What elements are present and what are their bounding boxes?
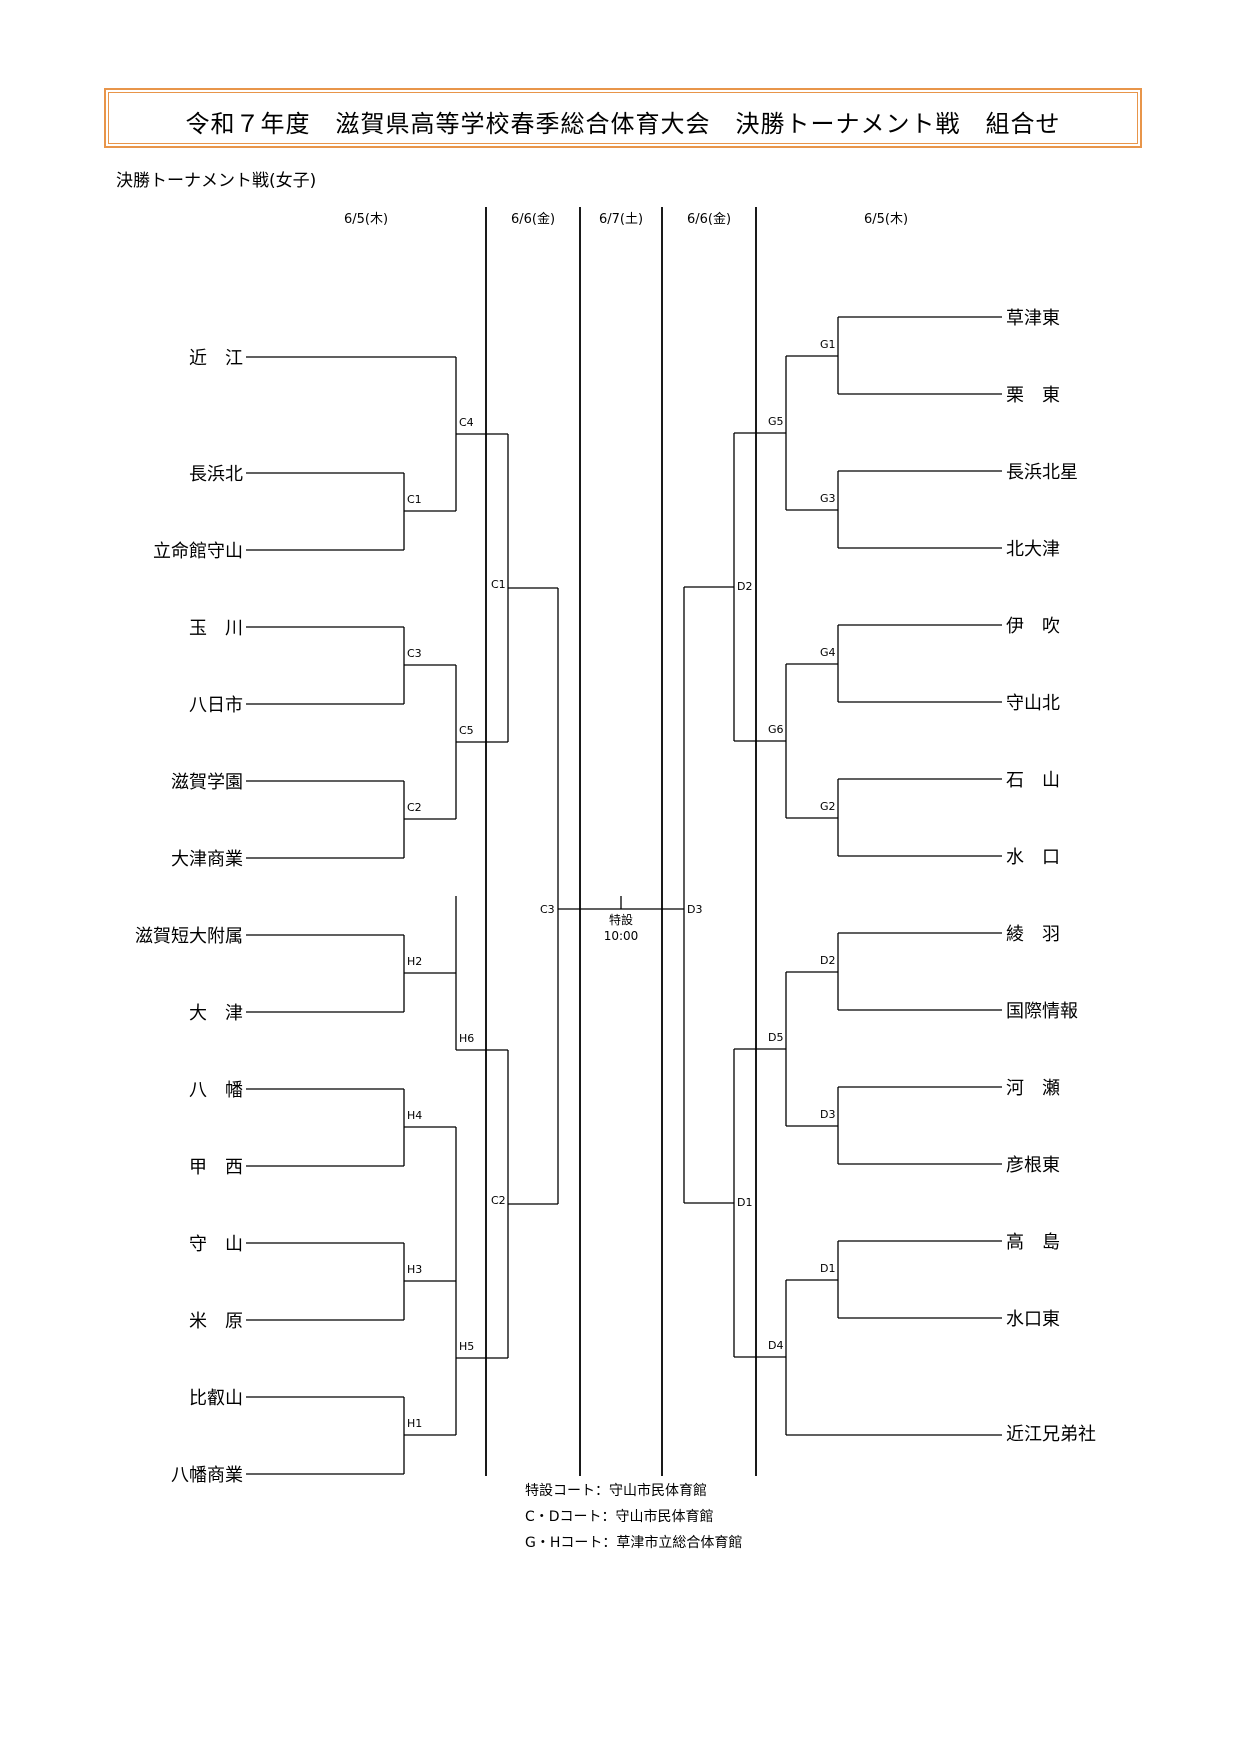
team-name: 比叡山 [189, 1388, 243, 1409]
date-labels: 6/5(木) 6/6(金) 6/7(土) 6/6(金) 6/5(木) [344, 211, 908, 227]
team-name: 河 瀬 [1006, 1078, 1060, 1099]
team-name: 綾 羽 [1006, 924, 1060, 945]
match-label: C5 [459, 724, 474, 737]
team-name: 彦根東 [1006, 1155, 1060, 1176]
match-label: C1 [407, 493, 422, 506]
final-info: 特設 10:00 [604, 912, 639, 943]
team-name: 水口東 [1006, 1309, 1060, 1330]
team-name: 滋賀短大附属 [135, 926, 243, 947]
team-name: 守山北 [1006, 693, 1060, 714]
match-label: D1 [820, 1262, 835, 1275]
team-name: 米 原 [189, 1311, 243, 1332]
team-name: 長浜北 [189, 464, 243, 485]
team-name: 大津商業 [171, 849, 243, 870]
venue-note: 特設コート：守山市民体育館 [525, 1482, 707, 1499]
date-label: 6/5(木) [864, 212, 908, 227]
match-label: H6 [459, 1032, 474, 1045]
match-label: G3 [820, 492, 836, 505]
match-label: H4 [407, 1109, 422, 1122]
team-name: 草津東 [1006, 308, 1060, 329]
team-name: 滋賀学園 [171, 772, 243, 793]
team-name: 長浜北星 [1006, 462, 1078, 483]
match-label: D4 [768, 1339, 783, 1352]
date-label: 6/6(金) [511, 211, 555, 227]
match-label: D2 [820, 954, 835, 967]
team-name: 高 島 [1006, 1232, 1060, 1253]
team-name: 栗 東 [1006, 385, 1060, 406]
left-team-list: 近 江 長浜北 立命館守山 玉 川 八日市 滋賀学園 大津商業 滋賀短大附属 大… [135, 348, 243, 1486]
team-name: 北大津 [1006, 539, 1060, 560]
match-label: D3 [820, 1108, 835, 1121]
match-label: C2 [407, 801, 422, 814]
match-label: G5 [768, 415, 784, 428]
date-label: 6/6(金) [687, 211, 731, 227]
match-label: H2 [407, 955, 422, 968]
team-name: 甲 西 [189, 1157, 243, 1178]
match-label: C3 [540, 903, 555, 916]
team-name: 八幡商業 [171, 1465, 243, 1486]
team-name: 水 口 [1006, 847, 1060, 868]
right-bracket-lines [620, 316, 1002, 1436]
date-label: 6/5(木) [344, 212, 388, 227]
match-label: D3 [687, 903, 702, 916]
final-time: 10:00 [604, 929, 639, 943]
team-name: 守 山 [189, 1234, 243, 1255]
left-match-labels: C1 C3 C2 H2 H4 H3 H1 C4 C5 H6 H5 C1 C2 C… [407, 416, 555, 1430]
left-bracket-lines [246, 356, 684, 1475]
team-name: 近 江 [189, 348, 243, 369]
match-label: D1 [737, 1196, 752, 1209]
page-title: 令和７年度 滋賀県高等学校春季総合体育大会 決勝トーナメント戦 組合せ [185, 110, 1061, 138]
match-label: H3 [407, 1263, 422, 1276]
team-name: 八 幡 [189, 1080, 243, 1101]
match-label: D5 [768, 1031, 783, 1044]
title-box: 令和７年度 滋賀県高等学校春季総合体育大会 決勝トーナメント戦 組合せ [104, 88, 1142, 148]
day-separators [485, 207, 757, 1476]
match-label: C1 [491, 578, 506, 591]
match-label: C3 [407, 647, 422, 660]
match-label: H5 [459, 1340, 474, 1353]
team-name: 玉 川 [189, 618, 243, 639]
team-name: 八日市 [189, 695, 243, 716]
venue-note: C・Dコート：守山市民体育館 [525, 1508, 714, 1525]
match-label: C4 [459, 416, 474, 429]
right-team-list: 草津東 栗 東 長浜北星 北大津 伊 吹 守山北 石 山 水 口 綾 羽 国際情… [1006, 308, 1096, 1445]
team-name: 大 津 [189, 1003, 243, 1024]
team-name: 伊 吹 [1006, 616, 1060, 637]
venue-note: G・Hコート：草津市立総合体育館 [525, 1534, 742, 1551]
date-label: 6/7(土) [599, 212, 643, 227]
match-label: G4 [820, 646, 836, 659]
match-label: D2 [737, 580, 752, 593]
match-label: G1 [820, 338, 836, 351]
bracket-subtitle: 決勝トーナメント戦(女子) [116, 171, 317, 191]
match-label: C2 [491, 1194, 506, 1207]
right-match-labels: G1 G3 G4 G2 D2 D3 D1 G5 G6 D5 D4 D2 D1 D… [687, 338, 836, 1352]
match-label: G6 [768, 723, 784, 736]
match-label: H1 [407, 1417, 422, 1430]
team-name: 立命館守山 [153, 541, 243, 562]
venue-notes: 特設コート：守山市民体育館 C・Dコート：守山市民体育館 G・Hコート：草津市立… [525, 1482, 742, 1551]
final-court: 特設 [609, 912, 633, 927]
team-name: 石 山 [1006, 770, 1060, 791]
team-name: 近江兄弟社 [1006, 1424, 1096, 1445]
team-name: 国際情報 [1006, 1001, 1078, 1022]
match-label: G2 [820, 800, 836, 813]
